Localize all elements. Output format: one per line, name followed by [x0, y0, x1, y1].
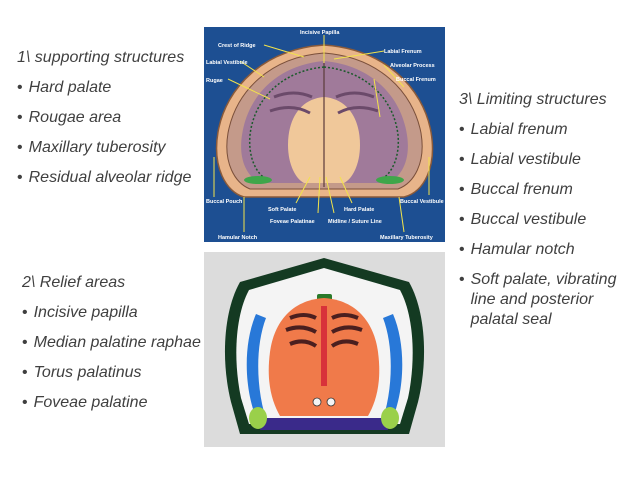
- list-item: •Foveae palatine: [22, 394, 148, 411]
- bullet-icon: •: [22, 334, 28, 351]
- label-labial-vestibule: Labial Vestibule: [206, 60, 248, 66]
- relief-areas-list: 2\ Relief areas •Incisive papilla •Media…: [22, 273, 201, 423]
- label-midline-suture: Midline / Suture Line: [328, 219, 382, 225]
- bullet-icon: •: [22, 304, 28, 321]
- label-labial-frenum: Labial Frenum: [384, 49, 422, 55]
- list-item: •Torus palatinus: [22, 364, 142, 381]
- bullet-icon: •: [459, 241, 465, 258]
- palate-anatomy-diagram: Incisive Papilla Crest of Ridge Labial F…: [204, 27, 445, 242]
- list-item: •Soft palate, vibrating line and posteri…: [459, 271, 617, 328]
- label-buccal-frenum: Buccal Frenum: [396, 77, 436, 83]
- label-foveae-palatinae: Foveae Palatinae: [270, 219, 315, 225]
- bullet-icon: •: [17, 139, 23, 156]
- palate-model-svg: [204, 252, 445, 447]
- list-item: •Median palatine raphae: [22, 334, 201, 351]
- supporting-structures-list: 1\ supporting structures •Hard palate •R…: [17, 48, 191, 198]
- limiting-structures-list: 3\ Limiting structures •Labial frenum •L…: [459, 90, 629, 340]
- list-item: •Buccal vestibule: [459, 211, 587, 228]
- bullet-icon: •: [17, 79, 23, 96]
- label-alveolar-process: Alveolar Process: [390, 63, 435, 69]
- list-item: •Labial vestibule: [459, 151, 581, 168]
- bullet-icon: •: [459, 211, 465, 228]
- bullet-icon: •: [17, 169, 23, 186]
- list-item: •Labial frenum: [459, 121, 568, 138]
- list-item: •Residual alveolar ridge: [17, 169, 192, 186]
- label-hard-palate: Hard Palate: [344, 207, 374, 213]
- bullet-icon: •: [459, 151, 465, 168]
- label-rugae: Rugae: [206, 78, 223, 84]
- list-item: •Maxillary tuberosity: [17, 139, 166, 156]
- label-hamular-notch: Hamular Notch: [218, 235, 258, 241]
- label-incisive-papilla: Incisive Papilla: [300, 30, 340, 36]
- bullet-icon: •: [459, 121, 465, 138]
- list-item: •Incisive papilla: [22, 304, 138, 321]
- label-maxillary-tuberosity: Maxillary Tuberosity: [380, 235, 434, 241]
- bullet-icon: •: [22, 364, 28, 381]
- label-soft-palate: Soft Palate: [268, 207, 296, 213]
- limiting-structures-heading: 3\ Limiting structures: [459, 91, 607, 108]
- label-buccal-pouch: Buccal Pouch: [206, 199, 243, 205]
- label-buccal-vestibule: Buccal Vestibule: [400, 199, 444, 205]
- bullet-icon: •: [22, 394, 28, 411]
- list-item: •Buccal frenum: [459, 181, 573, 198]
- label-crest-of-ridge: Crest of Ridge: [218, 43, 256, 49]
- list-item: •Hard palate: [17, 79, 112, 96]
- list-item: •Hamular notch: [459, 241, 575, 258]
- bullet-icon: •: [459, 181, 465, 198]
- relief-areas-heading: 2\ Relief areas: [22, 274, 126, 291]
- list-item: •Rougae area: [17, 109, 122, 126]
- palate-anatomy-svg: Incisive Papilla Crest of Ridge Labial F…: [204, 27, 445, 242]
- bullet-icon: •: [459, 271, 465, 288]
- supporting-structures-heading: 1\ supporting structures: [17, 49, 185, 66]
- bullet-icon: •: [17, 109, 23, 126]
- palate-model-photo: [204, 252, 445, 447]
